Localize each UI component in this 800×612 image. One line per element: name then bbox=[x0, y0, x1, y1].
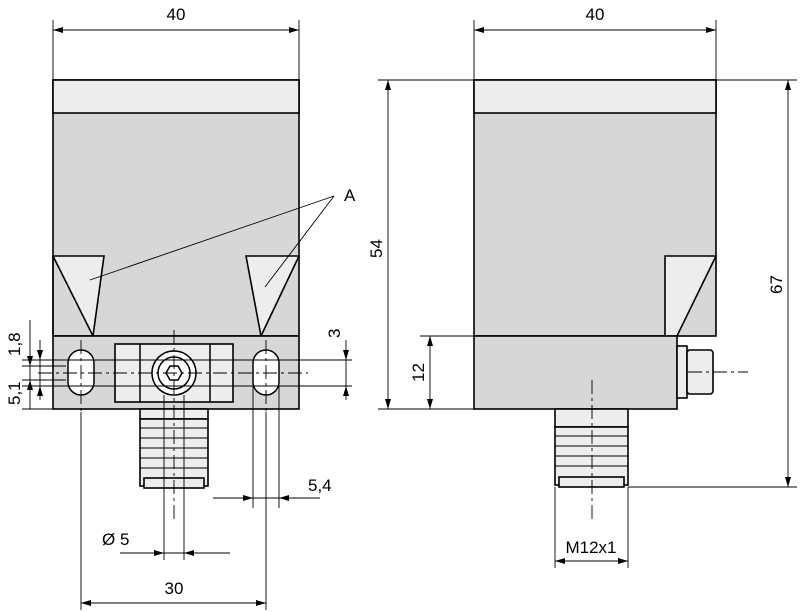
front-view bbox=[22, 79, 352, 520]
side-button-base bbox=[676, 345, 688, 399]
side-connector-tip bbox=[558, 476, 625, 488]
dim-height-54: 54 bbox=[367, 79, 474, 410]
callout-a: A bbox=[89, 186, 356, 288]
dim-side-width: 40 bbox=[473, 5, 717, 80]
label-height-12: 12 bbox=[409, 363, 428, 382]
dim-thread: M12x1 bbox=[554, 487, 629, 568]
label-height-54: 54 bbox=[367, 239, 386, 258]
side-connector-neck bbox=[554, 408, 629, 428]
dim-spacing: 30 bbox=[80, 412, 267, 610]
label-slot-5-4: 5,4 bbox=[308, 476, 332, 495]
label-front-width: 40 bbox=[167, 5, 186, 24]
label-height-67: 67 bbox=[767, 275, 786, 294]
label-slot-1-8: 1,8 bbox=[5, 332, 24, 356]
label-slot-3: 3 bbox=[325, 329, 344, 338]
dim-slot-width: 5,4 bbox=[213, 386, 332, 508]
label-spacing-30: 30 bbox=[165, 579, 184, 598]
label-diameter: Ø 5 bbox=[102, 530, 129, 549]
side-view bbox=[473, 79, 748, 520]
dim-height-67: 67 bbox=[628, 79, 797, 488]
front-right-wedge bbox=[245, 255, 301, 339]
dim-front-width: 40 bbox=[52, 5, 300, 80]
label-callout-a: A bbox=[344, 186, 356, 205]
dim-diameter: Ø 5 bbox=[102, 395, 230, 560]
front-left-wedge bbox=[51, 255, 105, 339]
front-top-band bbox=[52, 79, 300, 114]
side-mounting-plate bbox=[473, 335, 678, 410]
label-thread: M12x1 bbox=[565, 538, 616, 557]
side-top-band bbox=[473, 79, 717, 114]
dim-height-12: 12 bbox=[409, 335, 474, 409]
label-side-width: 40 bbox=[586, 5, 605, 24]
label-slot-5-1: 5,1 bbox=[5, 381, 24, 405]
dim-slot-right: 3 bbox=[325, 329, 349, 400]
dim-slot-left: 1,8 5,1 bbox=[5, 320, 43, 409]
